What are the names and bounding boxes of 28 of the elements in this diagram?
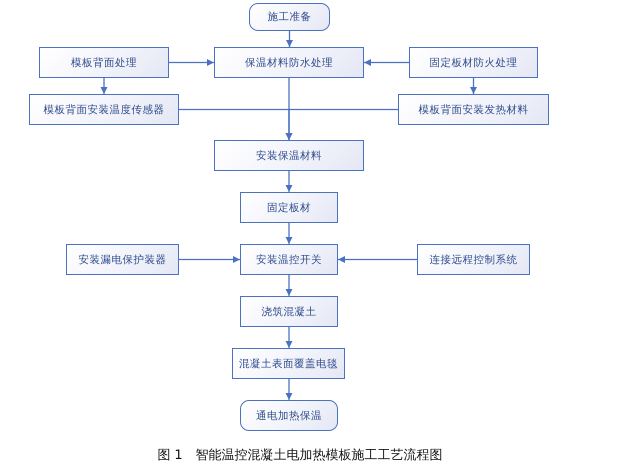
arrow [169,59,214,66]
process-box: 模板背面安装温度传感器 [29,94,179,125]
arrow [286,223,292,244]
arrow [286,31,293,47]
process-box: 固定板材 [240,192,338,223]
arrow [286,275,292,296]
arrow [100,78,108,94]
arrow [179,256,240,263]
arrow [364,59,409,66]
process-box: 混凝土表面覆盖电毯 [232,348,345,379]
terminal-box: 通电加热保温 [240,400,338,431]
process-box: 模板背面安装发热材料 [398,94,549,125]
process-box: 保温材料防水处理 [214,47,364,78]
figure-caption: 图 1 智能温控混凝土电加热模板施工工艺流程图 [156,447,444,464]
process-box: 浇筑混凝土 [240,296,338,327]
process-box: 安装温控开关 [240,244,338,275]
terminal-box: 施工准备 [249,3,330,31]
arrow [286,171,292,192]
arrow [338,256,417,263]
arrow [286,379,292,400]
process-box: 安装漏电保护装器 [66,244,179,275]
arrow [286,108,398,140]
arrow [286,327,292,348]
process-box: 安装保温材料 [214,140,364,171]
arrow [470,78,477,94]
process-box: 模板背面处理 [39,47,169,78]
process-box: 连接远程控制系统 [417,244,530,275]
process-box: 固定板材防火处理 [409,47,538,78]
